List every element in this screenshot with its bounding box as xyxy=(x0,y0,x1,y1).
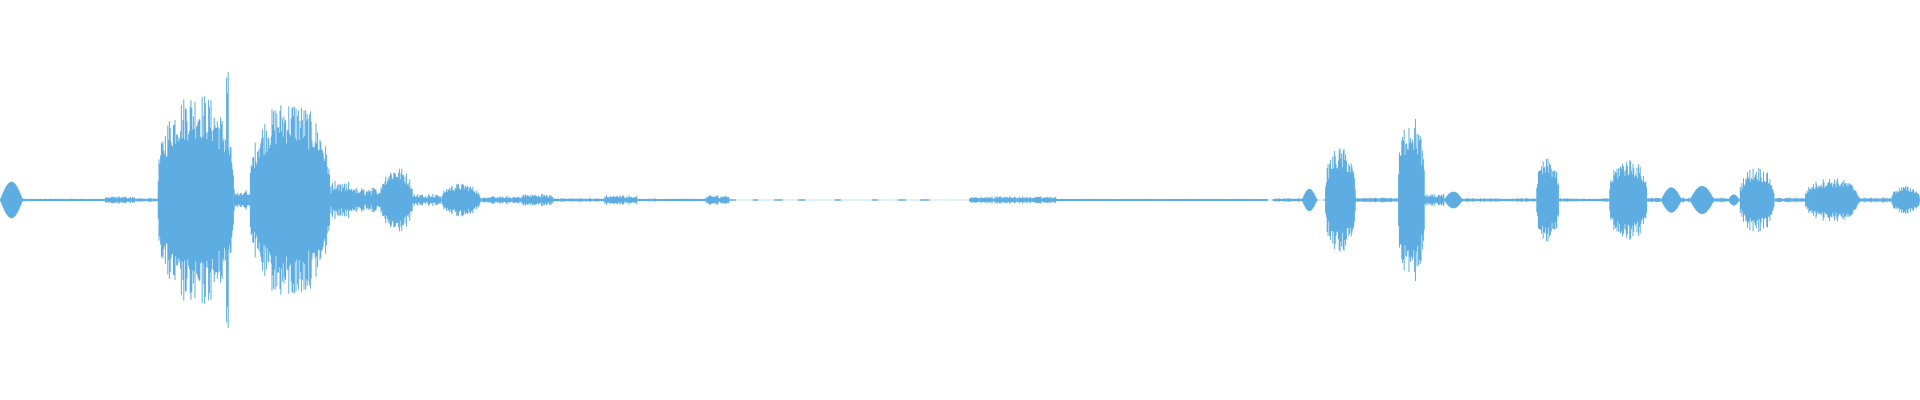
waveform-segment xyxy=(1890,186,1920,214)
waveform-segment xyxy=(1055,198,1268,202)
waveform-segment xyxy=(969,196,1057,204)
waveform-segment xyxy=(133,198,158,202)
waveform-segment xyxy=(1608,160,1648,240)
waveform-segment xyxy=(1397,119,1425,281)
waveform-segment xyxy=(1272,198,1303,202)
waveform-segment xyxy=(329,180,356,220)
waveform-segment xyxy=(1301,188,1318,212)
waveform-segment xyxy=(233,189,250,211)
waveform-segment xyxy=(1727,194,1740,206)
waveform-segment xyxy=(1858,197,1892,203)
waveform-segment xyxy=(354,187,381,213)
waveform-segment xyxy=(22,198,106,202)
waveform-segment xyxy=(1646,197,1661,203)
waveform-segment xyxy=(441,183,480,217)
waveform-segment xyxy=(379,168,413,232)
waveform-segment xyxy=(706,194,730,206)
waveform-segment xyxy=(636,198,707,202)
waveform-segment xyxy=(1558,198,1610,202)
waveform-segment xyxy=(1424,193,1445,207)
waveform-segment xyxy=(1804,178,1859,222)
waveform-segment xyxy=(1773,197,1805,203)
waveform-segment xyxy=(0,181,23,219)
waveform-segment xyxy=(156,96,234,304)
waveform-segment xyxy=(412,194,442,206)
waveform-segment xyxy=(604,195,638,205)
waveform-segment xyxy=(1660,187,1683,213)
waveform-segment xyxy=(226,72,229,328)
waveform-segment xyxy=(1324,148,1356,252)
waveform-segment xyxy=(1681,197,1690,203)
waveform-segment xyxy=(1714,197,1728,203)
waveform-segment xyxy=(105,196,135,204)
waveform-segment xyxy=(1535,158,1559,242)
waveform-segment xyxy=(1739,168,1775,232)
waveform-segment xyxy=(1462,198,1537,202)
waveform-segment xyxy=(249,105,331,295)
waveform-segment xyxy=(521,193,554,207)
waveform-segment xyxy=(1443,191,1464,209)
waveform-segment xyxy=(1689,186,1715,214)
waveform-segment xyxy=(1355,197,1398,203)
waveform-segment xyxy=(552,198,605,202)
waveform-segment xyxy=(479,195,523,205)
